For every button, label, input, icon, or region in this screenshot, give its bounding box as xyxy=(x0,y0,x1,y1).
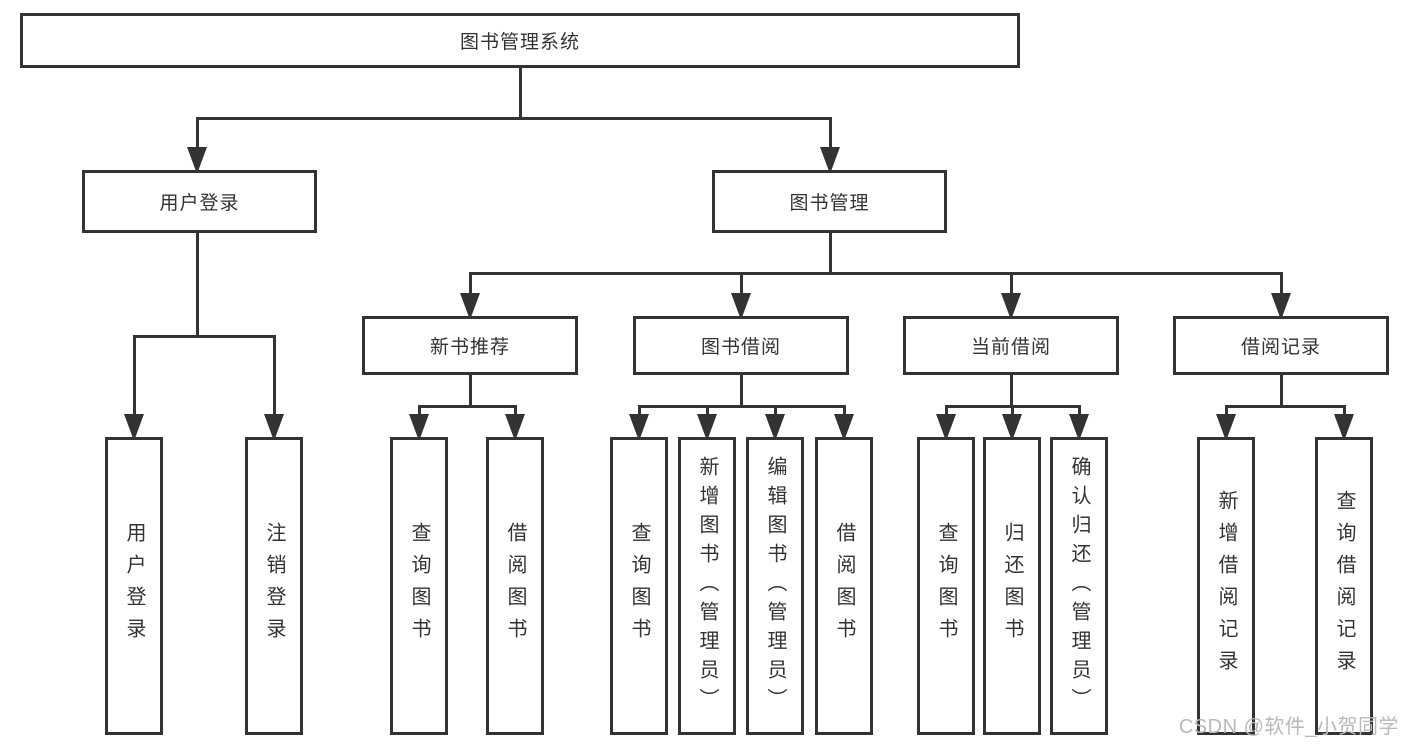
arrow-down-icon xyxy=(124,414,144,441)
connector-root-bus xyxy=(195,116,832,120)
arrow-down-icon xyxy=(731,293,751,320)
node-label: 查询图书 xyxy=(408,522,430,650)
node-new-book-recommendation: 新书推荐 xyxy=(362,316,578,375)
arrow-down-icon xyxy=(1069,414,1089,441)
arrow-down-icon xyxy=(409,414,429,441)
connector-book-management-bus xyxy=(468,271,1283,275)
connector-current-borrowing-stem xyxy=(1009,375,1013,408)
connector-new-book-recommendation-bus xyxy=(417,404,517,408)
arrow-down-icon xyxy=(1002,414,1022,441)
csdn-watermark: CSDN @软件_小贺同学 xyxy=(1178,716,1399,738)
connector-user-login-bus xyxy=(132,334,276,338)
node-label: 新书推荐 xyxy=(429,337,510,358)
arrow-down-icon xyxy=(936,414,956,441)
leaf-add-borrow-record: 新增借阅记录 xyxy=(1197,437,1255,735)
connector-book-management-drop xyxy=(1279,273,1283,310)
arrow-down-icon xyxy=(264,414,284,441)
arrow-down-icon xyxy=(820,147,840,174)
leaf-borrow-books: 借阅图书 xyxy=(815,437,873,735)
node-label: 新增图书（管理员） xyxy=(696,455,718,717)
node-borrowing-records: 借阅记录 xyxy=(1173,316,1389,375)
connector-book-management-drop xyxy=(1009,273,1013,310)
connector-user-login-stem xyxy=(195,233,199,338)
leaf-query-books: 查询图书 xyxy=(390,437,448,735)
arrow-down-icon xyxy=(1334,414,1354,441)
connector-book-borrowing-bus xyxy=(637,404,846,408)
leaf-query-books: 查询图书 xyxy=(917,437,975,735)
leaf-add-books-admin: 新增图书（管理员） xyxy=(678,437,736,735)
leaf-edit-books-admin: 编辑图书（管理员） xyxy=(746,437,804,735)
connector-user-login-drop xyxy=(272,336,276,431)
arrow-down-icon xyxy=(1001,293,1021,320)
node-label: 新增借阅记录 xyxy=(1215,490,1237,682)
arrow-down-icon xyxy=(765,414,785,441)
leaf-query-books: 查询图书 xyxy=(610,437,668,735)
node-user-login: 用户登录 xyxy=(82,170,317,233)
node-library-management-system: 图书管理系统 xyxy=(20,13,1020,68)
node-label: 图书借阅 xyxy=(700,337,781,358)
leaf-confirm-return-admin: 确认归还（管理员） xyxy=(1050,437,1108,735)
connector-book-management-drop xyxy=(739,273,743,310)
arrow-down-icon xyxy=(1216,414,1236,441)
leaf-return-books: 归还图书 xyxy=(983,437,1041,735)
leaf-user-login: 用户登录 xyxy=(105,437,163,735)
arrow-down-icon xyxy=(187,147,207,174)
arrow-down-icon xyxy=(505,414,525,441)
leaf-logout: 注销登录 xyxy=(245,437,303,735)
node-label: 图书管理系统 xyxy=(459,32,580,53)
node-label: 用户登录 xyxy=(159,193,240,214)
connector-root-drop xyxy=(195,118,199,164)
connector-book-borrowing-stem xyxy=(739,375,743,408)
connector-root-stem xyxy=(518,68,522,120)
leaf-query-borrow-record: 查询借阅记录 xyxy=(1315,437,1373,735)
arrow-down-icon xyxy=(629,414,649,441)
node-label: 编辑图书（管理员） xyxy=(764,455,786,717)
node-label: 当前借阅 xyxy=(970,337,1051,358)
connector-root-drop xyxy=(828,118,832,164)
node-label: 用户登录 xyxy=(123,522,145,650)
connector-borrowing-records-stem xyxy=(1279,375,1283,408)
node-label: 注销登录 xyxy=(263,522,285,650)
node-label: 查询图书 xyxy=(628,522,650,650)
connector-user-login-drop xyxy=(132,336,136,431)
connector-book-management-drop xyxy=(468,273,472,310)
node-label: 图书管理 xyxy=(789,193,870,214)
node-label: 确认归还（管理员） xyxy=(1068,455,1090,717)
leaf-borrow-books: 借阅图书 xyxy=(486,437,544,735)
node-book-borrowing: 图书借阅 xyxy=(633,316,849,375)
connector-new-book-recommendation-stem xyxy=(468,375,472,408)
node-label: 借阅图书 xyxy=(833,522,855,650)
node-label: 借阅记录 xyxy=(1240,337,1321,358)
arrow-down-icon xyxy=(697,414,717,441)
node-book-management: 图书管理 xyxy=(712,170,947,233)
node-label: 查询图书 xyxy=(935,522,957,650)
connector-book-management-stem xyxy=(828,233,832,275)
arrow-down-icon xyxy=(1271,293,1291,320)
node-label: 借阅图书 xyxy=(504,522,526,650)
node-label: 查询借阅记录 xyxy=(1333,490,1355,682)
arrow-down-icon xyxy=(834,414,854,441)
node-current-borrowing: 当前借阅 xyxy=(903,316,1119,375)
arrow-down-icon xyxy=(460,293,480,320)
node-label: 归还图书 xyxy=(1001,522,1023,650)
connector-borrowing-records-bus xyxy=(1224,404,1346,408)
